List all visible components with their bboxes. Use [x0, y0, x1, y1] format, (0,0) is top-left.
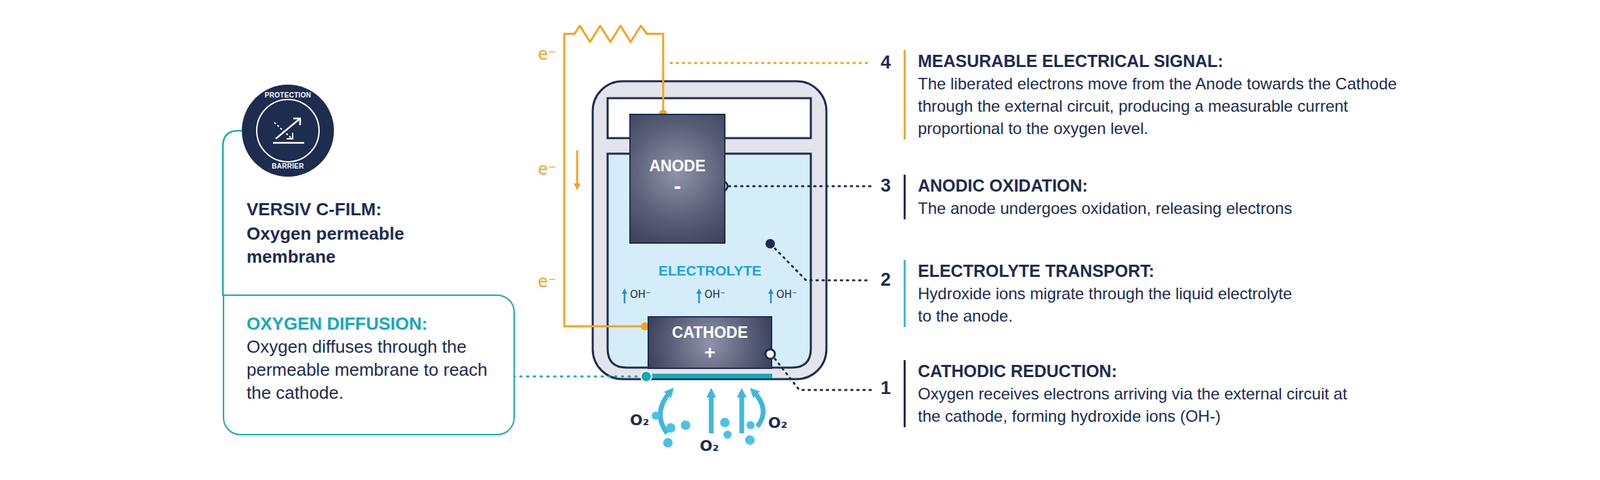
leader-line: [728, 185, 872, 188]
ion-arrow: [698, 291, 701, 304]
callout-heading: OXYGEN DIFFUSION:: [246, 312, 494, 336]
step-entry: ELECTROLYTE TRANSPORT:Hydroxide ions mig…: [903, 260, 1298, 328]
oxygen-bubble: [720, 417, 730, 428]
oxygen-arrow: [739, 392, 745, 434]
membrane: [650, 373, 773, 379]
ion-arrow: [623, 291, 626, 304]
badge-text: BARRIER: [241, 162, 334, 171]
callout-number: 3: [880, 175, 891, 197]
callout-number: 2: [880, 269, 891, 291]
oxygen-bubble: [663, 438, 673, 448]
badge-stroke: [274, 122, 292, 139]
membrane-desc: Oxygen permeable membrane: [246, 222, 430, 269]
electron-label: e⁻: [537, 44, 557, 64]
icon-badge: PROTECTION BARRIER: [241, 84, 334, 177]
membrane-name: VERSIV C-FILM:: [246, 197, 382, 221]
gas-label: O₂: [768, 414, 788, 432]
leader-line: [774, 248, 872, 281]
badge-stroke: [293, 118, 301, 126]
oxygen-bubble: [665, 423, 676, 433]
callout-dot: [640, 371, 652, 383]
callout-number: 4: [880, 52, 891, 74]
badge-text: PROTECTION: [241, 91, 334, 99]
oxygen-bubble: [723, 430, 732, 439]
polarity-sign: +: [704, 342, 716, 364]
oxygen-bubble: [680, 420, 691, 431]
callout-body: Oxygen diffuses through the permeable me…: [246, 335, 491, 405]
gas-label: O₂: [629, 411, 649, 429]
ion-arrow: [770, 291, 773, 304]
electrode-name: CATHODE: [671, 323, 748, 343]
step-heading: MEASURABLE ELECTRICAL SIGNAL:: [917, 50, 1413, 73]
callout-dot: [765, 349, 775, 360]
electrode-name: ANODE: [648, 157, 706, 176]
electron-arrow: [576, 150, 579, 187]
polarity-sign: -: [674, 175, 682, 196]
badge-stroke: [272, 142, 305, 145]
ion-label: OH⁻: [704, 288, 726, 301]
oxygen-bubble: [746, 421, 755, 430]
step-body: Hydroxide ions migrate through the liqui…: [917, 282, 1298, 328]
oxygen-bubble: [745, 435, 755, 446]
ion-label: OH⁻: [629, 288, 651, 301]
step-entry: CATHODIC REDUCTION:Oxygen receives elect…: [903, 360, 1372, 428]
leader-line: [513, 375, 640, 378]
step-entry: MEASURABLE ELECTRICAL SIGNAL:The liberat…: [903, 50, 1413, 140]
callout-dot: [765, 239, 775, 249]
electron-label: e⁻: [537, 272, 557, 292]
step-heading: ELECTROLYTE TRANSPORT:: [917, 260, 1298, 283]
callout-box: OXYGEN DIFFUSION:Oxygen diffuses through…: [222, 294, 515, 436]
leader-line: [774, 359, 872, 391]
electrolyte-label: ELECTROLYTE: [658, 262, 762, 280]
electron-label: e⁻: [537, 159, 557, 179]
step-heading: ANODIC OXIDATION:: [917, 174, 1292, 198]
anode-block: ANODE-: [629, 113, 726, 244]
oxygen-arrow: [753, 391, 764, 427]
oxygen-bubble: [651, 411, 660, 420]
badge-ring: [256, 99, 320, 162]
badge-stroke: [275, 118, 301, 139]
callout-number: 1: [880, 377, 891, 399]
ion-label: OH⁻: [776, 288, 798, 301]
cathode-block: CATHODE+: [647, 316, 773, 370]
gas-label: O₂: [699, 437, 719, 455]
step-body: The liberated electrons move from the An…: [917, 72, 1413, 140]
step-heading: CATHODIC REDUCTION:: [917, 360, 1372, 383]
step-entry: ANODIC OXIDATION:The anode undergoes oxi…: [903, 174, 1292, 220]
step-body: The anode undergoes oxidation, releasing…: [917, 197, 1292, 220]
bracket-line: [222, 130, 242, 297]
leader-line: [670, 62, 872, 65]
badge-stroke: [286, 132, 293, 139]
oxygen-arrow: [709, 392, 714, 434]
sensor-housing: [592, 81, 827, 380]
step-body: Oxygen receives electrons arriving via t…: [917, 382, 1372, 428]
